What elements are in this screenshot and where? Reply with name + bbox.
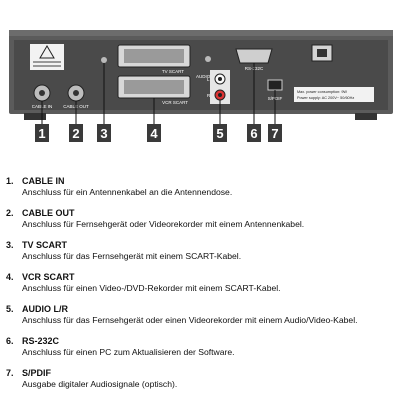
vcr-scart-label: VCR SCART — [162, 100, 188, 105]
rear-panel-diagram: CABLE IN CABLE OUT TV SCART VCR SCART AU… — [9, 30, 393, 142]
legend-description: Anschluss für einen PC zum Aktualisieren… — [22, 347, 235, 357]
legend-description: Anschluss für das Fernsehgerät oder eine… — [22, 315, 358, 325]
power-rating-line1: Max. power consumption: 9W — [297, 90, 347, 94]
legend-number: 2. — [6, 208, 14, 218]
legend-title: CABLE IN — [22, 176, 65, 186]
legend-item-rs232: 6. RS-232C Anschluss für einen PC zum Ak… — [6, 336, 411, 368]
power-rating-line2: Power supply: AC 200V~ 50/60Hz — [297, 96, 354, 100]
tv-scart-label: TV SCART — [162, 69, 184, 74]
legend-title: VCR SCART — [22, 272, 75, 282]
legend-description: Anschluss für einen Video-/DVD-Rekorder … — [22, 283, 281, 293]
legend-title: S/PDIF — [22, 368, 52, 378]
legend-item-spdif: 7. S/PDIF Ausgabe digitaler Audiosignale… — [6, 368, 411, 400]
screw-icon — [101, 57, 107, 63]
audio-r-label: R — [207, 93, 211, 98]
callout-1-box — [35, 124, 49, 142]
callout-5: 5 — [216, 126, 223, 141]
legend-title: TV SCART — [22, 240, 67, 250]
legend-title: RS-232C — [22, 336, 60, 346]
callout-5-box — [213, 124, 227, 142]
legend-description: Ausgabe digitaler Audiosignale (optisch)… — [22, 379, 178, 389]
legend-item-audio: 5. AUDIO L/R Anschluss für das Fernsehge… — [6, 304, 411, 336]
warning-triangle-icon — [39, 45, 55, 59]
legend-description: Anschluss für Fernsehgerät oder Videorek… — [22, 219, 305, 229]
callout-3-box — [97, 124, 111, 142]
connector-legend: 1. CABLE IN Anschluss für ein Antennenka… — [6, 176, 411, 400]
legend-description: Anschluss für ein Antennenkabel an die A… — [22, 187, 233, 197]
power-rating-label — [294, 87, 374, 102]
audio-label: AUDIO — [196, 74, 211, 79]
callout-2-box — [69, 124, 83, 142]
callout-7: 7 — [271, 126, 278, 141]
callout-1: 1 — [38, 126, 45, 141]
legend-item-tv-scart: 3. TV SCART Anschluss für das Fernsehger… — [6, 240, 411, 272]
legend-title: CABLE OUT — [22, 208, 75, 218]
legend-number: 5. — [6, 304, 14, 314]
callout-4-box — [147, 124, 161, 142]
callout-4: 4 — [150, 126, 158, 141]
legend-number: 3. — [6, 240, 14, 250]
legend-number: 1. — [6, 176, 14, 186]
callout-3: 3 — [100, 126, 107, 141]
callout-2: 2 — [72, 126, 79, 141]
legend-item-vcr-scart: 4. VCR SCART Anschluss für einen Video-/… — [6, 272, 411, 304]
receiver-top-edge — [9, 30, 393, 36]
callout-7-box — [268, 124, 282, 142]
screw-icon — [205, 56, 211, 62]
callout-6-box — [247, 124, 261, 142]
spdif-connector — [267, 79, 283, 91]
legend-number: 4. — [6, 272, 14, 282]
legend-description: Anschluss für das Fernsehgerät mit einem… — [22, 251, 242, 261]
foot-left — [24, 113, 46, 120]
legend-number: 6. — [6, 336, 14, 346]
legend-title: AUDIO L/R — [22, 304, 68, 314]
audio-l-label: L — [207, 77, 210, 82]
legend-item-cable-out: 2. CABLE OUT Anschluss für Fernsehgerät … — [6, 208, 411, 240]
callout-6: 6 — [250, 126, 257, 141]
foot-right — [355, 113, 377, 120]
legend-number: 7. — [6, 368, 14, 378]
legend-item-cable-in: 1. CABLE IN Anschluss für ein Antennenka… — [6, 176, 411, 208]
rs232-connector — [235, 48, 273, 64]
